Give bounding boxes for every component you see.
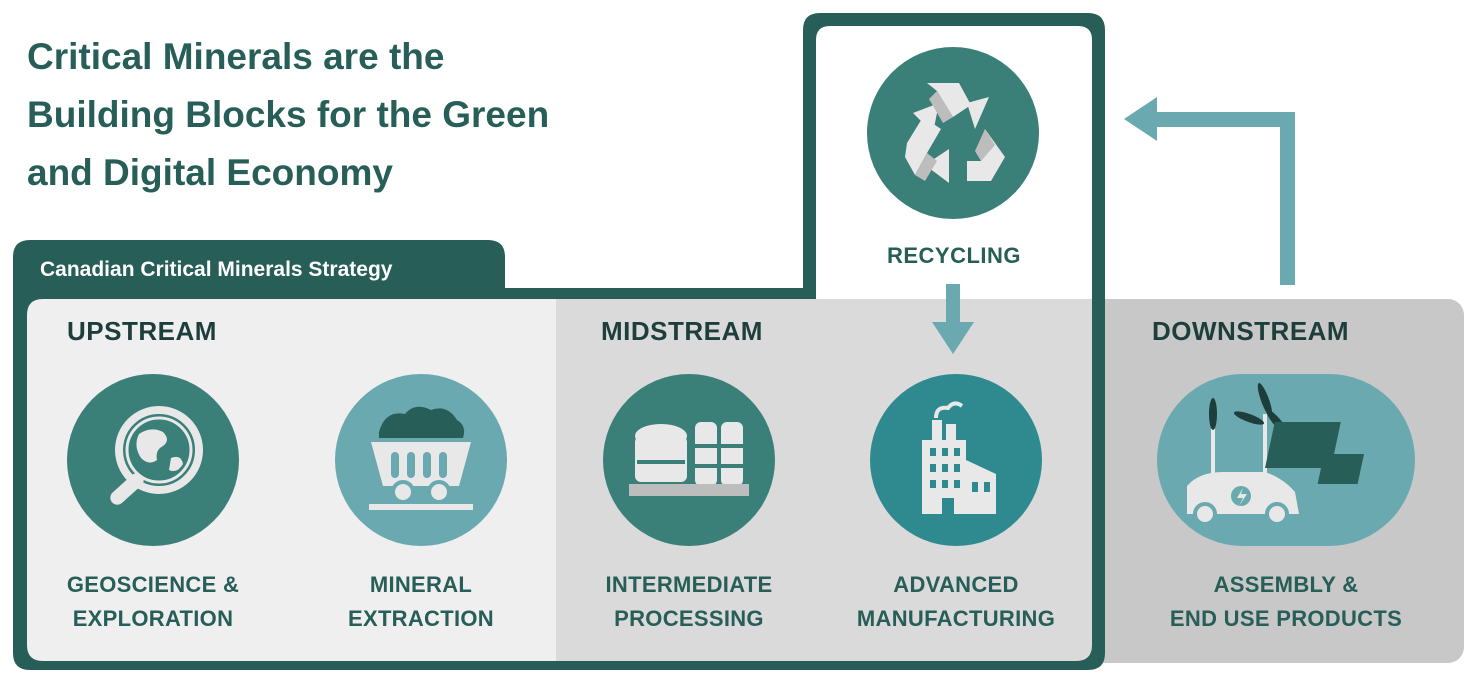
mine-cart-icon — [335, 374, 507, 546]
processing-plant-icon — [603, 374, 775, 546]
caption-line: EXPLORATION — [72, 606, 234, 631]
caption-line: GEOSCIENCE & — [66, 572, 240, 597]
stage-caption-5: ASSEMBLY & END USE PRODUCTS — [1161, 568, 1411, 636]
caption-line: ASSEMBLY & — [1213, 572, 1359, 597]
stage-caption-4: ADVANCED MANUFACTURING — [831, 568, 1081, 636]
stage-caption-1: GEOSCIENCE & EXPLORATION — [28, 568, 278, 636]
title-line-2: Building Blocks for the Green — [27, 94, 550, 135]
recycling-label: RECYCLING — [886, 243, 1022, 268]
caption-line: END USE PRODUCTS — [1169, 606, 1403, 631]
downstream-return-arrow — [1124, 97, 1295, 285]
caption-line: ADVANCED — [893, 572, 1019, 597]
downstream-heading: DOWNSTREAM — [1152, 316, 1350, 346]
caption-line: EXTRACTION — [348, 606, 494, 631]
magnifier-globe-icon — [67, 374, 239, 546]
caption-line: PROCESSING — [614, 606, 764, 631]
upstream-heading: UPSTREAM — [67, 316, 217, 346]
recycle-icon — [867, 47, 1039, 219]
title-line-3: and Digital Economy — [27, 152, 393, 193]
caption-line: MANUFACTURING — [856, 606, 1056, 631]
recycling-down-arrow — [932, 284, 974, 354]
title-line-1: Critical Minerals are the — [27, 36, 445, 77]
strategy-label: Canadian Critical Minerals Strategy — [40, 258, 393, 281]
caption-line: MINERAL — [369, 572, 473, 597]
midstream-heading: MIDSTREAM — [601, 316, 763, 346]
stage-caption-3: INTERMEDIATE PROCESSING — [564, 568, 814, 636]
page-title: Critical Minerals are the Building Block… — [27, 28, 667, 202]
factory-icon — [870, 374, 1042, 546]
caption-line: INTERMEDIATE — [605, 572, 773, 597]
stage-caption-2: MINERAL EXTRACTION — [296, 568, 546, 636]
electric-car-renewables-icon — [1157, 374, 1415, 546]
